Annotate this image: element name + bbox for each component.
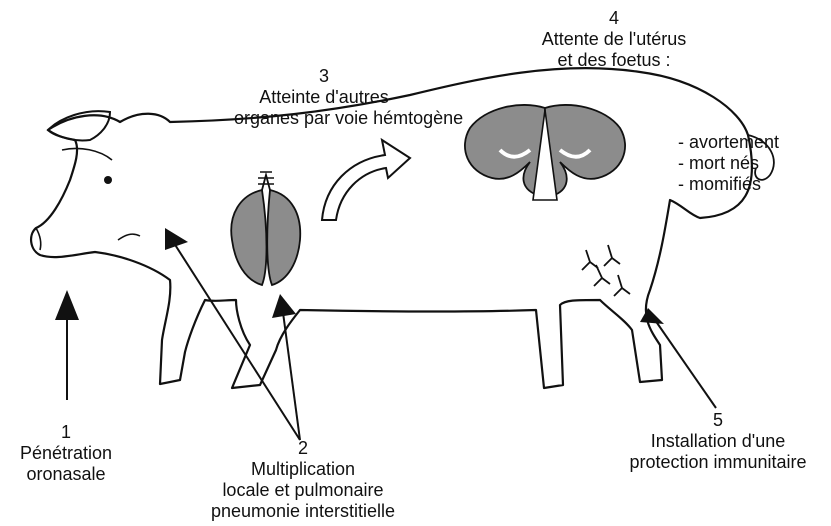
pig-snout [36,228,41,250]
step-3-number: 3 [234,66,414,87]
step-4-line1: Attente de l'utérus [528,29,700,50]
step-2-line1: Multiplication [178,459,428,480]
step-1-line2: oronasale [0,464,132,485]
step-2-line3: pneumonie interstitielle [178,501,428,522]
pig-cheek [118,234,140,240]
step-5-number: 5 [618,410,818,431]
step-1-label: 1 Pénétration oronasale [0,422,132,485]
outcome-mummified: - momifiés [678,174,779,195]
step-3-line2: organes par voie hémtogène [234,108,414,129]
step-3-label: 3 Atteinte d'autres organes par voie hém… [234,66,414,129]
outcomes-list: - avortement - mort nés - momifiés [678,132,779,195]
step-2-number: 2 [178,438,428,459]
arrow-5 [640,308,716,408]
antibody-icons [582,245,630,296]
arrow-1 [55,290,79,400]
lungs [231,172,300,285]
step-4-line2: et des foetus : [528,50,700,71]
step-4-label: 4 Attente de l'utérus et des foetus : [528,8,700,71]
outcome-abortion: - avortement [678,132,779,153]
step-2-line2: locale et pulmonaire [178,480,428,501]
pig-eye [104,176,112,184]
step-3-line1: Atteinte d'autres [234,87,414,108]
pig-ear-2 [62,148,112,160]
step-5-line1: Installation d'une [618,431,818,452]
spread-arrow [322,140,410,220]
step-2-label: 2 Multiplication locale et pulmonaire pn… [178,438,428,522]
step-1-line1: Pénétration [0,443,132,464]
step-1-number: 1 [0,422,132,443]
step-4-number: 4 [528,8,700,29]
outcome-stillborn: - mort nés [678,153,779,174]
uterus [465,105,625,200]
step-5-line2: protection immunitaire [618,452,818,473]
step-5-label: 5 Installation d'une protection immunita… [618,410,818,473]
